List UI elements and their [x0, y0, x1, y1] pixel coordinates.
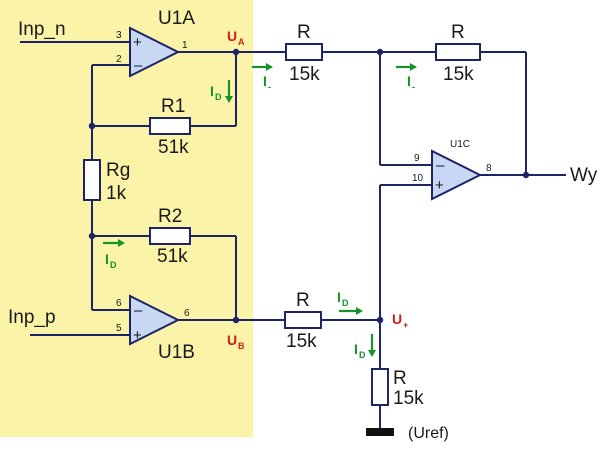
resistor-rg [83, 159, 101, 201]
ground-symbol [366, 428, 394, 436]
svg-text:I: I [337, 289, 341, 305]
r2-value: 51k [157, 246, 188, 267]
resistor-r-ground [371, 368, 389, 406]
u1b-pin-out: 6 [184, 308, 190, 319]
svg-text:I: I [105, 251, 109, 267]
u1a-minus-sign: – [134, 57, 143, 74]
r-top-right-name: R [451, 22, 465, 43]
u1b-minus-sign: – [134, 302, 143, 319]
arrow-id-r2 [103, 239, 125, 247]
node-uplus-label: U + [392, 311, 408, 330]
svg-text:-: - [412, 82, 415, 92]
r-top-right-value: 15k [443, 64, 474, 85]
svg-text:D: D [359, 350, 366, 360]
u1a-pin-out: 1 [182, 40, 188, 51]
svg-text:D: D [215, 92, 222, 102]
highlight-region [0, 0, 253, 437]
u1c-pin-minus: 9 [414, 153, 420, 164]
svg-text:B: B [238, 341, 245, 351]
svg-text:I: I [407, 73, 411, 89]
junction-ub [232, 316, 240, 324]
svg-text:-: - [268, 82, 271, 92]
opamp-u1b [129, 294, 181, 346]
u1a-pin-minus: 2 [116, 54, 122, 65]
resistor-r-bottom [284, 311, 322, 329]
junction-top-mid [376, 48, 384, 56]
svg-text:A: A [238, 37, 245, 47]
rg-name: Rg [106, 160, 130, 181]
u1b-pin-minus: 6 [116, 298, 122, 309]
r-bottom-name: R [296, 290, 310, 311]
resistor-r2 [149, 227, 191, 245]
reference-uref: (Uref) [408, 425, 449, 442]
u1c-minus-sign: – [436, 157, 445, 174]
arrow-id-uplus [339, 307, 363, 315]
r-ground-value: 15k [393, 388, 424, 409]
opamp-u1c [431, 149, 483, 201]
node-ua-label: U A [227, 28, 245, 47]
u1c-plus-sign: + [435, 177, 444, 194]
u1b-plus-sign: + [133, 327, 142, 344]
r1-name: R1 [161, 96, 185, 117]
svg-text:D: D [342, 298, 349, 308]
junction-ua [232, 48, 240, 56]
arrow-i-minus-right [396, 63, 417, 71]
r-top-left-value: 15k [289, 64, 320, 85]
svg-text:U: U [227, 28, 237, 44]
svg-text:+: + [403, 320, 408, 330]
u1a-label: U1A [158, 8, 195, 29]
current-id-uplus-label: I D [337, 289, 349, 308]
u1b-label: U1B [158, 342, 195, 363]
input-inp-n: Inp_n [18, 19, 66, 40]
svg-text:I: I [354, 341, 358, 357]
junction-output [522, 171, 530, 179]
r-bottom-value: 15k [286, 331, 317, 352]
junction-uplus [376, 316, 384, 324]
svg-text:U: U [227, 332, 237, 348]
r-ground-name: R [393, 368, 407, 389]
junction-r2-left [88, 232, 96, 240]
current-id-ua-label: I D [210, 83, 222, 102]
current-i-minus-left-label: I - [263, 73, 271, 92]
resistor-r-top-left [285, 43, 323, 61]
svg-text:I: I [210, 83, 214, 99]
svg-text:D: D [110, 260, 117, 270]
svg-text:U: U [392, 311, 402, 327]
junction-dots [88, 48, 530, 324]
u1b-pin-plus: 5 [116, 323, 122, 334]
current-id-r2-label: I D [105, 251, 117, 270]
opamp-u1a [129, 26, 181, 78]
node-ub-label: U B [227, 332, 245, 351]
output-wy: Wy [570, 165, 598, 186]
junction-r1-left [88, 122, 96, 130]
arrow-id-ground [368, 334, 376, 357]
svg-text:I: I [263, 73, 267, 89]
current-id-ground-label: I D [354, 341, 366, 360]
r2-name: R2 [158, 206, 182, 227]
current-i-minus-right-label: I - [407, 73, 415, 92]
r-top-left-name: R [297, 22, 311, 43]
input-inp-p: Inp_p [8, 307, 56, 328]
u1a-plus-sign: + [133, 34, 142, 51]
resistor-r1 [149, 117, 191, 135]
rg-value: 1k [106, 183, 127, 204]
u1c-pin-plus: 10 [412, 173, 424, 184]
u1a-pin-plus: 3 [116, 30, 122, 41]
arrow-id-ua [225, 80, 233, 103]
u1c-label: U1C [450, 139, 470, 150]
arrow-i-minus-left [252, 63, 273, 71]
resistor-r-top-right [435, 43, 481, 61]
u1c-pin-out: 8 [486, 163, 492, 174]
r1-value: 51k [158, 137, 189, 158]
